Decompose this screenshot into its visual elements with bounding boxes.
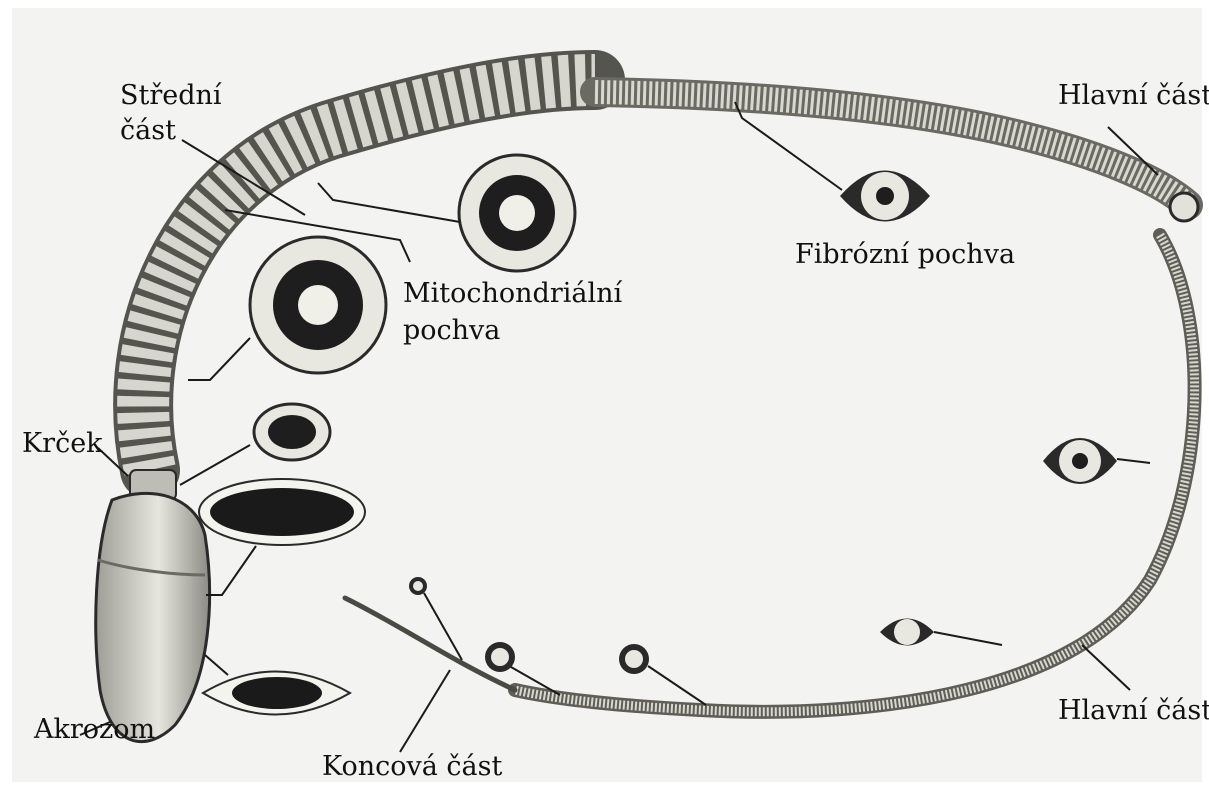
section-middle-piece-upper: [459, 155, 575, 271]
label-acrosome: Akrozom: [33, 714, 155, 745]
section-end-piece-2: [409, 577, 427, 595]
label-middle-piece-1: Střední: [120, 80, 222, 111]
label-mitochondrial-sheath-1: Mitochondriální: [403, 278, 622, 309]
tail-cut-end: [1170, 193, 1198, 221]
section-end-piece-1: [485, 642, 515, 672]
label-principal-piece-bottom: Hlavní část: [1058, 695, 1209, 726]
section-head-wide: [199, 479, 365, 545]
section-principal-tiny: [619, 644, 649, 674]
label-neck: Krček: [22, 428, 103, 459]
label-middle-piece-2: část: [120, 115, 176, 146]
label-end-piece: Koncová část: [322, 751, 502, 782]
label-fibrous-sheath: Fibrózní pochva: [795, 239, 1015, 270]
label-principal-piece-top: Hlavní část: [1058, 80, 1209, 111]
section-neck: [254, 404, 330, 460]
section-middle-piece-lower: [250, 237, 386, 373]
label-mitochondrial-sheath-2: pochva: [403, 315, 500, 346]
